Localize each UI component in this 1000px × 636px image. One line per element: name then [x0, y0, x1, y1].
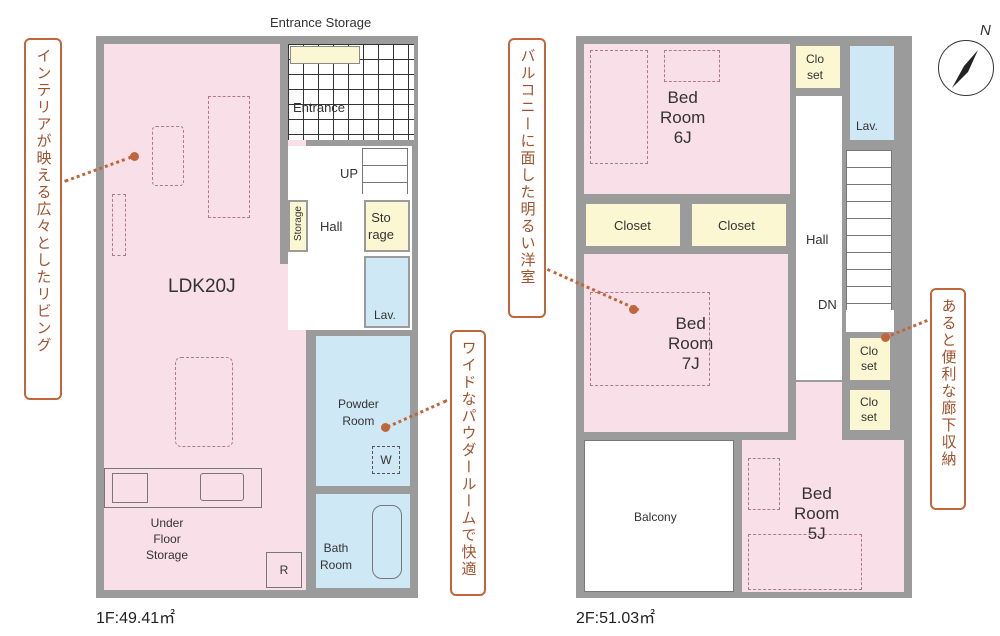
balcony — [584, 440, 734, 592]
ldk-label: LDK20J — [168, 276, 236, 297]
annotation-living: インテリアが映える広々としたリビング — [24, 38, 62, 400]
hall-2f-label: Hall — [806, 232, 829, 247]
closet-b — [690, 202, 788, 248]
storage-room — [364, 200, 410, 252]
annotation-bedroom-dot — [629, 305, 638, 314]
sofa — [208, 96, 250, 218]
closet-b-label: Closet — [718, 218, 755, 233]
bed-5j — [748, 534, 862, 590]
fridge-label: R — [266, 552, 302, 588]
lav-2f — [848, 44, 896, 142]
washer-label: W — [372, 446, 400, 474]
closet-a-label: Closet — [614, 218, 651, 233]
ldk-room — [104, 44, 306, 590]
compass-icon — [938, 40, 994, 96]
closet-a — [584, 202, 682, 248]
entrance-storage — [290, 46, 360, 64]
annotation-storage: あると便利な廊下収納 — [930, 288, 966, 510]
annotation-powder: ワイドなパウダールームで快適 — [450, 330, 486, 596]
closet-low-label: Clo set — [860, 395, 879, 424]
lav-2f-label: Lav. — [856, 119, 878, 133]
entrance-label: Entrance — [293, 100, 346, 115]
sink-icon — [200, 473, 244, 501]
dn-label: DN — [818, 297, 837, 312]
bedroom-5j-label: Bed Room 5J — [794, 484, 840, 543]
dining-table — [175, 357, 233, 447]
bathtub — [372, 505, 402, 579]
stove-icon — [112, 473, 148, 503]
annotation-powder-dot — [381, 423, 390, 432]
bed-6j — [590, 50, 648, 164]
lav-1f — [364, 256, 410, 328]
desk-6j — [664, 50, 720, 82]
floor2-area: 2F:51.03㎡ — [576, 610, 656, 627]
under-floor-storage-label: Under Floor Storage — [146, 516, 189, 562]
storage-small-label: Storage — [293, 206, 304, 242]
hall-label: Hall — [320, 219, 343, 234]
annotation-storage-dot — [881, 333, 890, 342]
floor1-area: 1F:49.41㎡ — [96, 610, 176, 627]
storage-label: Sto rage — [368, 210, 395, 242]
lav-label: Lav. — [374, 308, 396, 322]
bedroom-7j-label: Bed Room 7J — [668, 314, 714, 373]
balcony-label: Balcony — [634, 510, 677, 524]
storage-small — [288, 200, 308, 252]
stairs-1f — [362, 148, 408, 194]
closet-top — [794, 44, 842, 90]
bedroom-6j — [584, 44, 790, 194]
landing-2f — [846, 310, 894, 332]
bedroom-7j — [584, 254, 788, 432]
closet-mid-label: Clo set — [860, 344, 879, 373]
desk-5j — [748, 458, 780, 510]
hall-lower — [796, 382, 842, 442]
wall — [306, 330, 314, 590]
bath-room-label: Bath Room — [320, 541, 353, 572]
powder-room — [314, 334, 412, 488]
powder-room-label: Powder Room — [338, 397, 379, 428]
entrance-storage-label: Entrance Storage — [270, 15, 372, 30]
tv-stand — [112, 194, 126, 256]
up-label: UP — [340, 166, 359, 181]
kitchen-counter — [104, 468, 262, 508]
closet-top-label: Clo set — [806, 52, 825, 82]
compass-north-label: N — [980, 22, 991, 39]
wall — [280, 44, 288, 264]
hall-2f — [796, 96, 842, 380]
coffee-table — [152, 126, 184, 186]
annotation-bedroom: バルコニーに面した明るい洋室 — [508, 38, 546, 318]
closet-mid — [848, 336, 892, 382]
bed-7j — [590, 292, 710, 386]
bedroom-6j-label: Bed Room 6J — [660, 88, 706, 147]
closet-low — [848, 388, 892, 432]
stairs-2f — [846, 150, 892, 310]
annotation-living-dot — [130, 152, 139, 161]
